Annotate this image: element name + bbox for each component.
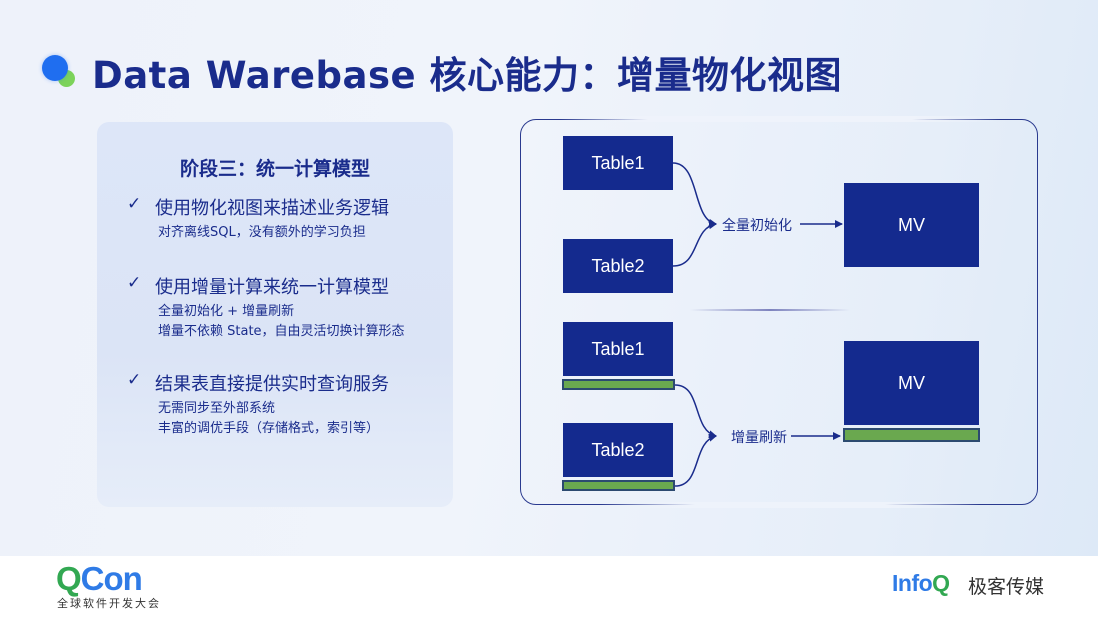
infoq-logo-q: Q [932, 570, 950, 596]
point-detail: 无需同步至外部系统 [158, 401, 276, 416]
panel-title: 阶段三：统一计算模型 [179, 158, 370, 180]
point-heading: 结果表直接提供实时查询服务 [155, 374, 389, 395]
qcon-subtitle: 全球软件开发大会 [57, 597, 161, 610]
title-bullet-blue-dot-icon [42, 55, 68, 81]
top-source-table1: Table1 [563, 136, 673, 190]
mv-delta-bar [843, 428, 980, 442]
stage-panel: 阶段三：统一计算模型 ✓ 使用物化视图来描述业务逻辑 对齐离线SQL，没有额外的… [97, 122, 453, 507]
top-source-table2: Table2 [563, 239, 673, 293]
check-icon: ✓ [127, 194, 142, 214]
table1-delta-bar [562, 379, 675, 390]
incremental-refresh-label: 增量刷新 [731, 430, 787, 446]
check-icon: ✓ [127, 273, 142, 293]
bottom-source-table2: Table2 [563, 423, 673, 477]
point-heading: 使用增量计算来统一计算模型 [155, 277, 389, 298]
section-divider [690, 309, 850, 311]
geekbang-media-label: 极客传媒 [968, 576, 1045, 598]
infoq-logo-info: Info [892, 570, 933, 596]
point-detail: 增量不依赖 State，自由灵活切换计算形态 [158, 324, 405, 339]
qcon-logo: QCon [56, 560, 143, 598]
point-detail: 丰富的调优手段（存储格式，索引等） [158, 421, 380, 436]
top-target-mv: MV [844, 183, 979, 267]
qcon-logo-con: Con [80, 560, 143, 597]
bottom-target-mv: MV [844, 341, 979, 425]
table2-delta-bar [562, 480, 675, 491]
point-heading: 使用物化视图来描述业务逻辑 [155, 198, 389, 219]
footer [0, 556, 1098, 618]
qcon-logo-q: Q [56, 560, 82, 597]
frame-fade-bottom [600, 502, 980, 508]
bottom-source-table1: Table1 [563, 322, 673, 376]
check-icon: ✓ [127, 370, 142, 390]
frame-fade-top [560, 116, 1000, 122]
infoq-logo: InfoQ [892, 570, 950, 597]
full-init-label: 全量初始化 [722, 218, 792, 234]
page-title: Data Warebase 核心能力：增量物化视图 [92, 54, 842, 97]
point-detail: 全量初始化 + 增量刷新 [158, 304, 295, 319]
point-detail: 对齐离线SQL，没有额外的学习负担 [158, 225, 366, 240]
